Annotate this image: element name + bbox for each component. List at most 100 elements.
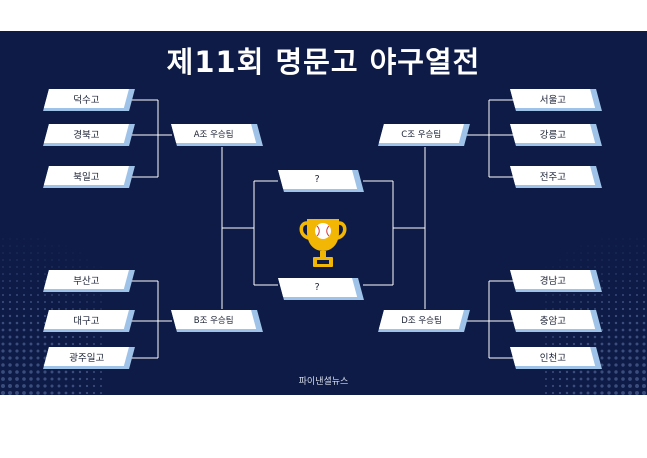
halftone-dot	[614, 391, 618, 395]
halftone-dot	[545, 294, 547, 296]
group-b-winner: B조 우승팀	[171, 310, 263, 332]
halftone-dot	[85, 384, 89, 388]
halftone-dot	[50, 335, 54, 339]
halftone-dot	[622, 252, 624, 254]
halftone-dot	[614, 384, 618, 388]
halftone-dot	[607, 356, 611, 360]
halftone-dot	[566, 294, 568, 296]
final-slot-top: ?	[278, 170, 364, 192]
halftone-dot	[15, 307, 19, 311]
halftone-dot	[621, 377, 625, 381]
halftone-dot	[29, 370, 33, 374]
halftone-dot	[545, 266, 547, 268]
halftone-dot	[2, 280, 4, 282]
halftone-dot	[629, 245, 631, 247]
halftone-dot	[43, 307, 47, 311]
halftone-dot	[579, 342, 583, 346]
halftone-dot	[92, 377, 96, 381]
halftone-dot	[71, 384, 75, 388]
halftone-dot	[22, 384, 26, 388]
halftone-dot	[85, 342, 89, 346]
halftone-dot	[22, 342, 26, 346]
halftone-dot	[16, 252, 18, 254]
halftone-dot	[608, 287, 610, 289]
halftone-dot	[23, 252, 25, 254]
halftone-dot	[36, 370, 40, 374]
halftone-dot	[573, 266, 575, 268]
halftone-dot	[92, 370, 96, 374]
halftone-dot	[64, 377, 68, 381]
halftone-dot	[36, 377, 40, 381]
halftone-dot	[614, 349, 618, 353]
halftone-dot	[635, 384, 639, 388]
halftone-dot	[37, 273, 39, 275]
halftone-dot	[1, 314, 5, 318]
halftone-dot	[635, 356, 639, 360]
halftone-dot	[593, 391, 597, 395]
halftone-dot	[51, 294, 53, 296]
halftone-dot	[79, 301, 81, 303]
halftone-dot	[58, 294, 60, 296]
halftone-dot	[593, 307, 597, 311]
halftone-dot	[621, 384, 625, 388]
halftone-dot	[642, 349, 646, 353]
halftone-dot	[615, 273, 617, 275]
halftone-dot	[565, 335, 569, 339]
team-slot-incheon: 인천고	[510, 347, 602, 369]
halftone-dot	[628, 363, 632, 367]
halftone-dot	[23, 266, 25, 268]
halftone-dot	[72, 266, 74, 268]
halftone-dot	[552, 343, 554, 345]
halftone-dot	[37, 252, 39, 254]
halftone-dot	[607, 363, 611, 367]
halftone-dot	[636, 294, 638, 296]
halftone-dot	[573, 252, 575, 254]
halftone-dot	[65, 294, 67, 296]
halftone-dot	[551, 384, 555, 388]
halftone-dot	[37, 245, 39, 247]
halftone-dot	[614, 321, 618, 325]
halftone-dot	[635, 328, 639, 332]
halftone-dot	[600, 377, 604, 381]
halftone-dot	[601, 273, 603, 275]
halftone-dot	[565, 342, 569, 346]
halftone-dot	[635, 300, 639, 304]
halftone-dot	[593, 335, 597, 339]
halftone-dot	[643, 273, 645, 275]
halftone-dot	[608, 266, 610, 268]
halftone-dot	[622, 287, 624, 289]
halftone-dot	[1, 335, 5, 339]
halftone-dot	[100, 371, 102, 373]
halftone-dot	[36, 314, 40, 318]
halftone-dot	[621, 349, 625, 353]
halftone-dot	[572, 370, 576, 374]
halftone-dot	[629, 280, 631, 282]
halftone-dot	[601, 259, 603, 261]
halftone-dot	[615, 266, 617, 268]
halftone-dot	[551, 370, 555, 374]
halftone-dot	[8, 349, 12, 353]
halftone-dot	[79, 308, 81, 310]
halftone-dot	[552, 336, 554, 338]
halftone-dot	[36, 321, 40, 325]
halftone-dot	[99, 384, 103, 388]
halftone-dot	[621, 307, 625, 311]
halftone-dot	[64, 391, 68, 395]
halftone-dot	[607, 377, 611, 381]
halftone-dot	[572, 335, 576, 339]
halftone-dot	[614, 363, 618, 367]
halftone-dot	[57, 384, 61, 388]
source-credit: 파이낸셜뉴스	[298, 377, 349, 387]
halftone-dot	[629, 266, 631, 268]
group-a-winner: A조 우승팀	[171, 124, 263, 146]
halftone-dot	[594, 301, 596, 303]
halftone-dot	[78, 391, 82, 395]
halftone-dot	[43, 391, 47, 395]
halftone-dot	[622, 294, 624, 296]
halftone-dot	[545, 301, 547, 303]
halftone-dot	[29, 314, 33, 318]
halftone-dot	[2, 294, 4, 296]
halftone-dot	[37, 266, 39, 268]
halftone-dot	[579, 384, 583, 388]
halftone-dot	[79, 252, 81, 254]
